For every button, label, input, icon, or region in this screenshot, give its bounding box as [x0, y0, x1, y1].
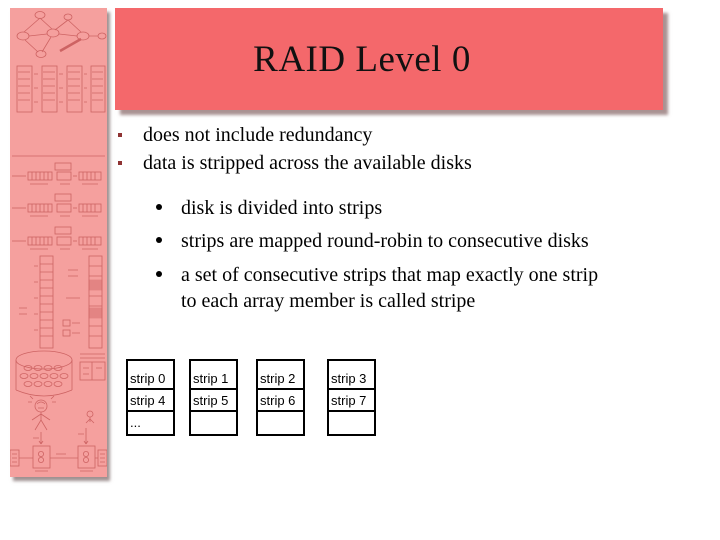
- sub-bullet-line: to each array member is called stripe: [181, 290, 476, 312]
- strip-cell: [329, 410, 374, 432]
- strip-cell: strip 3: [331, 371, 367, 386]
- disk-column-2: strip 1 strip 5: [189, 359, 238, 436]
- sub-bullet-text: strips are mapped round-robin to consecu…: [181, 228, 589, 254]
- strip-cell: strip 1: [193, 371, 229, 386]
- sub-bullet-line: disk is divided into strips: [181, 197, 383, 219]
- bullet-item: does not include redundancy: [118, 123, 372, 147]
- bullet-text: data is stripped across the available di…: [143, 152, 472, 174]
- sub-bullet-text: a set of consecutive strips that map exa…: [181, 262, 598, 314]
- strip-cell: strip 4: [128, 388, 173, 410]
- strip-cell: strip 2: [260, 371, 296, 386]
- sub-bullet-item: disk is divided into strips: [156, 195, 382, 221]
- sub-bullet-item: strips are mapped round-robin to consecu…: [156, 228, 589, 254]
- square-bullet-icon: [118, 133, 122, 137]
- sub-bullet-line: a set of consecutive strips that map exa…: [181, 264, 599, 286]
- round-bullet-icon: [156, 271, 162, 277]
- strip-cell: strip 7: [329, 388, 374, 410]
- square-bullet-icon: [118, 161, 122, 165]
- round-bullet-icon: [156, 237, 162, 243]
- sidebar-decoration: [10, 8, 107, 477]
- disk-column-3: strip 2 strip 6: [256, 359, 305, 436]
- strip-cell: [258, 410, 303, 432]
- page-title: RAID Level 0: [253, 38, 471, 80]
- title-banner: RAID Level 0: [115, 8, 663, 110]
- bullet-text: does not include redundancy: [143, 124, 373, 146]
- strip-cell: strip 5: [191, 388, 236, 410]
- disk-column-4: strip 3 strip 7: [327, 359, 376, 436]
- strip-cell: strip 6: [258, 388, 303, 410]
- sub-bullet-text: disk is divided into strips: [181, 195, 382, 221]
- strip-cell: [191, 410, 236, 432]
- sub-bullet-line: strips are mapped round-robin to consecu…: [181, 230, 589, 252]
- bullet-item: data is stripped across the available di…: [118, 151, 472, 175]
- strip-diagram: strip 0 strip 4 ... strip 1 strip 5 stri…: [126, 359, 426, 438]
- strip-cell: ...: [128, 410, 173, 432]
- sub-bullet-item: a set of consecutive strips that map exa…: [156, 262, 598, 314]
- disk-column-1: strip 0 strip 4 ...: [126, 359, 175, 436]
- sidebar-ghost-diagram: [10, 11, 107, 472]
- round-bullet-icon: [156, 204, 162, 210]
- strip-cell: strip 0: [130, 371, 166, 386]
